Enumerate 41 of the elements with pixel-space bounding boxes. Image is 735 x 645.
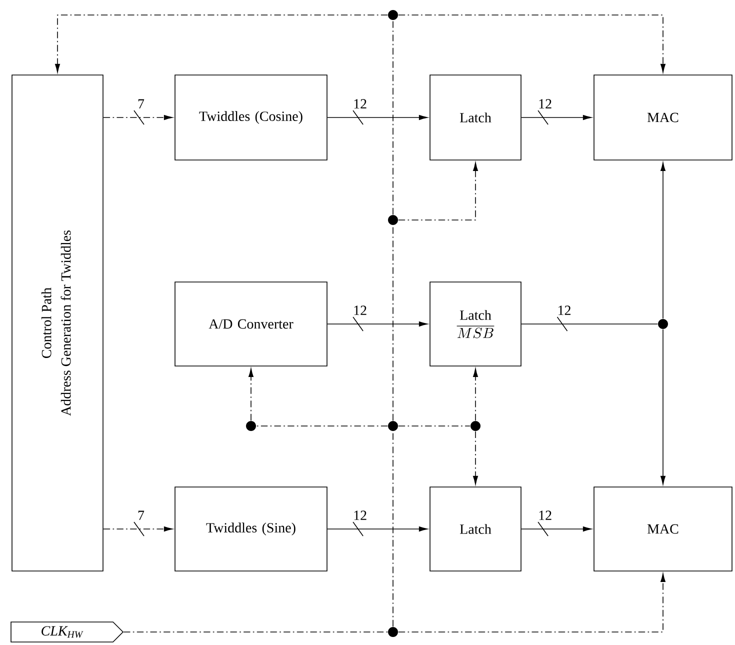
control-block: Control Path Address Generation for Twiddles <box>12 74 104 572</box>
block: Latch $\overline{MSB}$ <box>430 282 522 366</box>
arrow <box>473 368 478 421</box>
arrow <box>660 329 666 485</box>
arrow <box>398 573 666 632</box>
block: Twiddles (Sine) <box>174 486 328 572</box>
junction-dot <box>658 319 668 329</box>
junction-dot <box>388 215 398 225</box>
arrow <box>473 431 478 485</box>
arrow <box>327 115 428 120</box>
edge-label: 12 <box>352 510 368 521</box>
arrow <box>660 162 666 319</box>
block: Latch <box>430 486 522 572</box>
edge-label: 7 <box>136 98 146 110</box>
edge-label: 12 <box>352 305 368 316</box>
arrow <box>327 526 428 532</box>
arrow <box>521 115 592 120</box>
arrow <box>398 14 666 73</box>
block: A/D Converter <box>174 282 328 366</box>
edge-label: 12 <box>352 98 368 110</box>
block: MAC <box>594 486 732 572</box>
junction-dot <box>246 421 256 431</box>
arrow <box>103 526 173 532</box>
edge-label: 12 <box>537 98 553 110</box>
signal-tag: CLK$_{HW}$ <box>10 622 124 642</box>
arrow <box>55 14 388 73</box>
arrow <box>327 322 428 326</box>
arrow <box>103 115 173 120</box>
block: Latch <box>430 74 522 160</box>
arrow <box>398 162 478 220</box>
edge-label: 7 <box>136 510 146 521</box>
junction-dot <box>470 421 480 431</box>
block: MAC <box>594 74 732 160</box>
junction-dot <box>388 627 398 637</box>
edge-label: 12 <box>537 510 553 521</box>
edge-label: 12 <box>556 305 572 316</box>
junction-dot <box>388 421 398 431</box>
arrow <box>521 526 592 532</box>
junction-dot <box>388 10 398 20</box>
arrow <box>248 368 254 421</box>
block: Twiddles (Cosine) <box>174 74 328 160</box>
